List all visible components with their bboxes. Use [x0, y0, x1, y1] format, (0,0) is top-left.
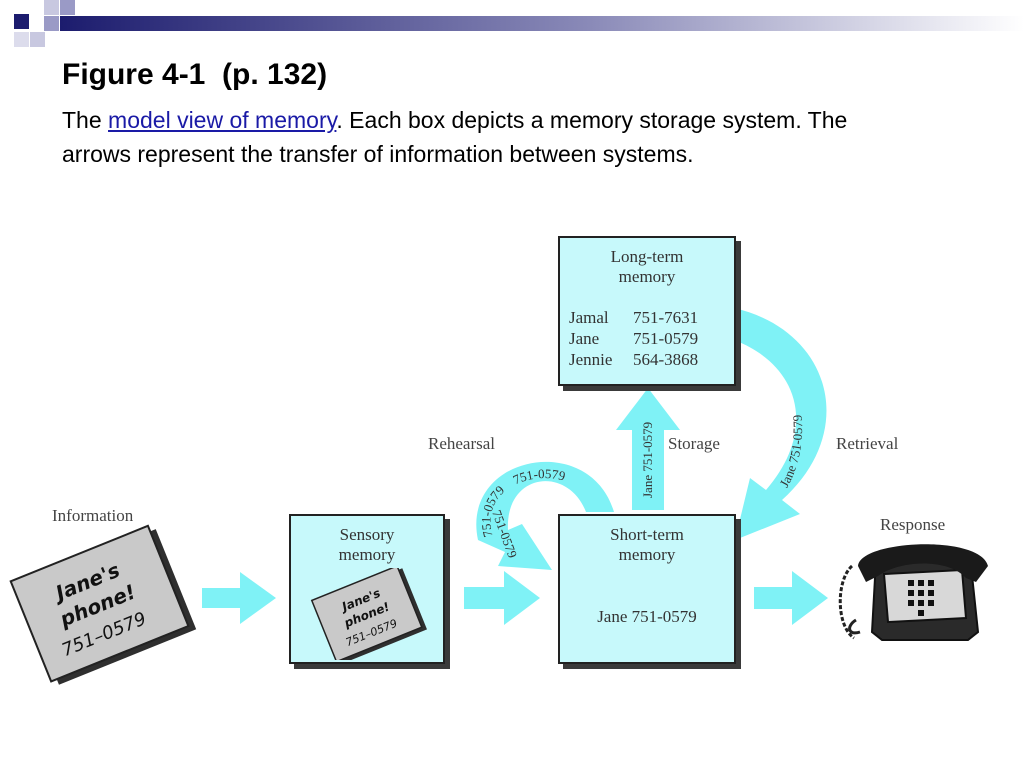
caption-rest: . Each box depicts a memory storage syst… [62, 107, 848, 167]
slide-caption: The model view of memory. Each box depic… [62, 103, 922, 171]
deco-square [14, 32, 29, 47]
deco-square [44, 16, 59, 31]
storage-arrow-text: Jane 751-0579 [640, 422, 655, 498]
slide-decoration [14, 0, 1024, 47]
long-term-entry: Jennie 564-3868 [569, 349, 698, 370]
telephone-icon [838, 544, 988, 641]
entry-number: 751-0579 [633, 329, 699, 348]
entry-name: Jennie [569, 350, 613, 369]
storage-label: Storage [668, 434, 720, 453]
rehearsal-arrow [476, 461, 614, 570]
caption-prefix: The [62, 107, 109, 133]
sensory-title-line2: memory [338, 545, 396, 564]
deco-gradient-bar [60, 16, 1024, 31]
long-term-title-line2: memory [618, 267, 676, 286]
model-view-link[interactable]: model view of memory [108, 107, 337, 133]
deco-square [60, 0, 75, 15]
long-term-entries: Jamal 751-7631 Jane 751-0579 Jennie 564-… [569, 307, 698, 370]
information-label: Information [52, 506, 134, 525]
short-term-memory-title: Short-term memory [560, 525, 734, 565]
entry-number: 751-7631 [633, 308, 699, 327]
entry-name: Jane [569, 329, 600, 348]
arrow-to-short-term [464, 571, 540, 625]
short-term-value: Jane 751-0579 [597, 607, 697, 626]
sensory-note-icon: Jane's phone! 751–0579 [310, 568, 427, 660]
long-term-memory-title: Long-term memory [560, 247, 734, 287]
storage-arrow [616, 388, 680, 510]
long-term-entry: Jane 751-0579 [569, 328, 698, 349]
long-term-entry: Jamal 751-7631 [569, 307, 698, 328]
rehearsal-label: Rehearsal [428, 434, 496, 453]
retrieval-arrow [734, 308, 827, 540]
entry-name: Jamal [569, 308, 609, 327]
slide-title: Figure 4-1 (p. 132) [62, 58, 328, 91]
arrow-to-sensory [202, 572, 276, 624]
deco-square [44, 0, 59, 15]
sensory-memory-box: Sensory memory Jane's phone! 751–0579 [289, 514, 445, 664]
long-term-title-line1: Long-term [610, 247, 684, 266]
short-term-memory-box: Short-term memory Jane 751-0579 [558, 514, 736, 664]
retrieval-label: Retrieval [836, 434, 899, 453]
deco-square [30, 32, 45, 47]
short-term-title-line1: Short-term [610, 525, 684, 544]
sensory-memory-title: Sensory memory [291, 525, 443, 565]
response-label: Response [880, 515, 946, 534]
deco-square [14, 14, 29, 29]
short-term-title-line2: memory [618, 545, 676, 564]
arrow-to-response [754, 571, 828, 625]
long-term-memory-box: Long-term memory Jamal 751-7631 Jane 751… [558, 236, 736, 386]
sticky-note-icon: Jane's phone! 751–0579 [9, 524, 197, 685]
entry-number: 564-3868 [633, 350, 699, 369]
sensory-title-line1: Sensory [339, 525, 395, 544]
